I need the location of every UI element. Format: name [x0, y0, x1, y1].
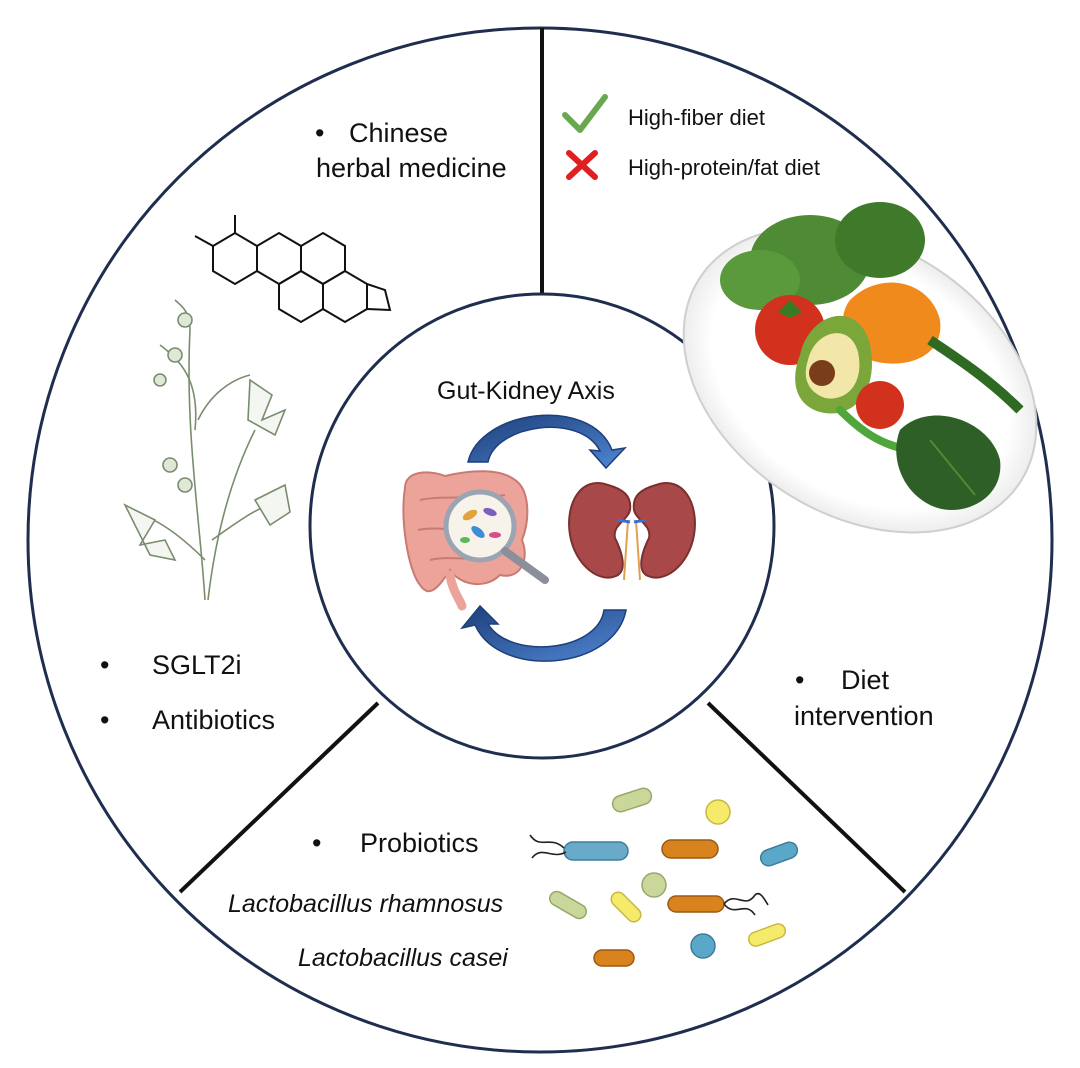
- divider-bottom-right: [706, 701, 907, 894]
- bullet: •: [100, 650, 110, 680]
- center-title: Gut-Kidney Axis: [437, 377, 615, 405]
- diet-intervention-line-2: intervention: [794, 701, 934, 731]
- high-fiber-label: High-fiber diet: [628, 105, 765, 130]
- drug-item-antibiotics: • Antibiotics: [100, 705, 275, 736]
- species-casei: Lactobacillus casei: [298, 944, 508, 972]
- bullet: •: [315, 118, 325, 148]
- herbal-label: • Chinese: [315, 118, 448, 149]
- berberine-molecule-icon: [194, 215, 392, 324]
- species-rhamnosus: Lactobacillus rhamnosus: [228, 890, 504, 918]
- drug-item-sglt2i: • SGLT2i: [100, 650, 242, 681]
- cross-icon: [566, 150, 598, 180]
- high-protein-fat-label: High-protein/fat diet: [628, 155, 820, 180]
- bacteria-cluster-icon: [529, 787, 799, 967]
- probiotics-title: • Probiotics: [312, 828, 479, 859]
- divider-bottom-left: [178, 701, 380, 894]
- drug-item-label: Antibiotics: [152, 705, 276, 735]
- diet-line-1: Diet: [841, 665, 890, 695]
- herbal-plant-icon: [123, 299, 291, 601]
- bullet: •: [795, 665, 805, 695]
- cycle-arrow-top: [467, 414, 628, 470]
- bullet: •: [100, 705, 110, 735]
- check-icon: [562, 94, 608, 133]
- bullet: •: [312, 828, 322, 858]
- diet-intervention-label: • Diet: [795, 665, 889, 696]
- herbal-line-1: Chinese: [349, 118, 449, 148]
- vegetable-plate-icon: [682, 202, 1038, 534]
- kidneys-icon: [568, 482, 696, 581]
- cycle-arrow-bottom: [460, 604, 627, 662]
- probiotics-label: Probiotics: [360, 828, 479, 858]
- intestine-icon: [402, 470, 549, 611]
- herbal-label-line-2: herbal medicine: [316, 153, 507, 183]
- inner-ring: [308, 292, 776, 760]
- drug-item-label: SGLT2i: [152, 650, 242, 680]
